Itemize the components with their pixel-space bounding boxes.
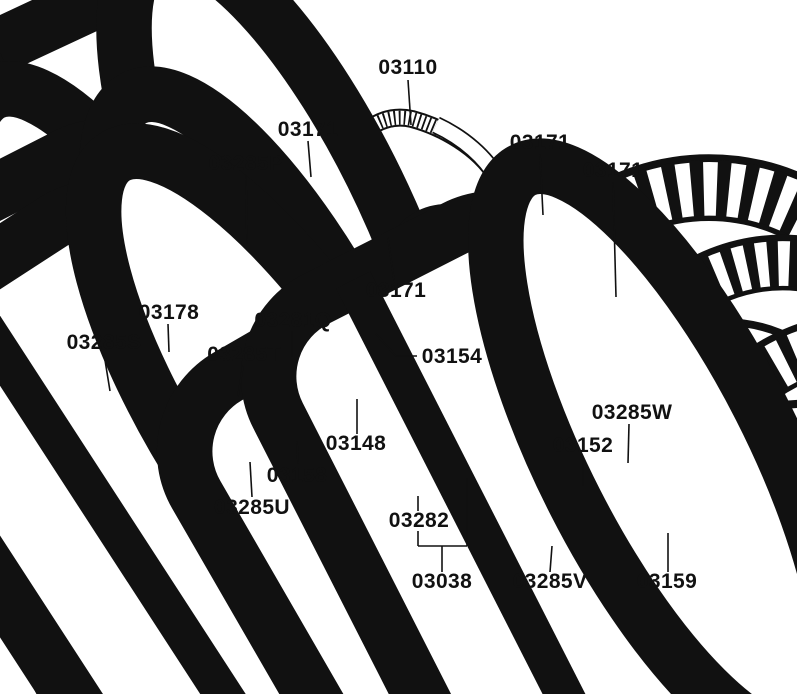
leader-03171-cam4: [612, 181, 617, 298]
part-label-03285S: 03285S: [67, 331, 142, 354]
part-label-03285U: 03285U: [214, 496, 290, 519]
bolt-03285W: [228, 122, 797, 694]
leader-03285S: [103, 353, 111, 392]
leader-03038-bracket: [417, 478, 468, 572]
leader-03154: [375, 333, 417, 357]
part-label-03171-cam3: 03171: [510, 131, 570, 154]
part-label-03171-cam4: 03171: [583, 159, 643, 182]
leader-03285W: [627, 423, 630, 464]
part-label-03159: 03159: [637, 570, 697, 593]
leader-03285T: [237, 365, 244, 397]
part-label-03178: 03178: [139, 301, 199, 324]
leader-03171-cam2: [387, 237, 395, 281]
part-labels: 03110 03171 03285P 03171 03171 03171 031…: [67, 56, 697, 593]
part-label-03281Q: 03281Q: [254, 309, 331, 332]
leader-03285V: [549, 545, 553, 573]
part-label-03171-cam1: 03171: [278, 118, 338, 141]
part-label-03285P: 03285P: [209, 152, 284, 175]
leader-03171-cam3: [539, 153, 544, 216]
leader-03110: [407, 79, 412, 126]
part-label-03285V: 03285V: [513, 570, 588, 593]
leader-03178: [167, 323, 170, 353]
part-label-03038: 03038: [412, 570, 472, 593]
leader-03158: [296, 440, 299, 465]
leader-03285U: [249, 461, 253, 498]
part-label-03154: 03154: [422, 345, 482, 368]
part-label-03152: 03152: [553, 434, 613, 457]
part-label-03171-cam2: 03171: [366, 279, 426, 302]
leader-lines: [103, 79, 669, 573]
part-label-03148: 03148: [326, 432, 386, 455]
leader-03171-cam1: [307, 140, 312, 178]
part-label-03282: 03282: [389, 509, 449, 532]
leader-03285P: [245, 174, 248, 245]
part-label-03158: 03158: [267, 464, 327, 487]
part-label-03285W: 03285W: [592, 401, 673, 424]
part-label-03285T: 03285T: [207, 343, 281, 366]
part-label-03110: 03110: [378, 56, 437, 79]
